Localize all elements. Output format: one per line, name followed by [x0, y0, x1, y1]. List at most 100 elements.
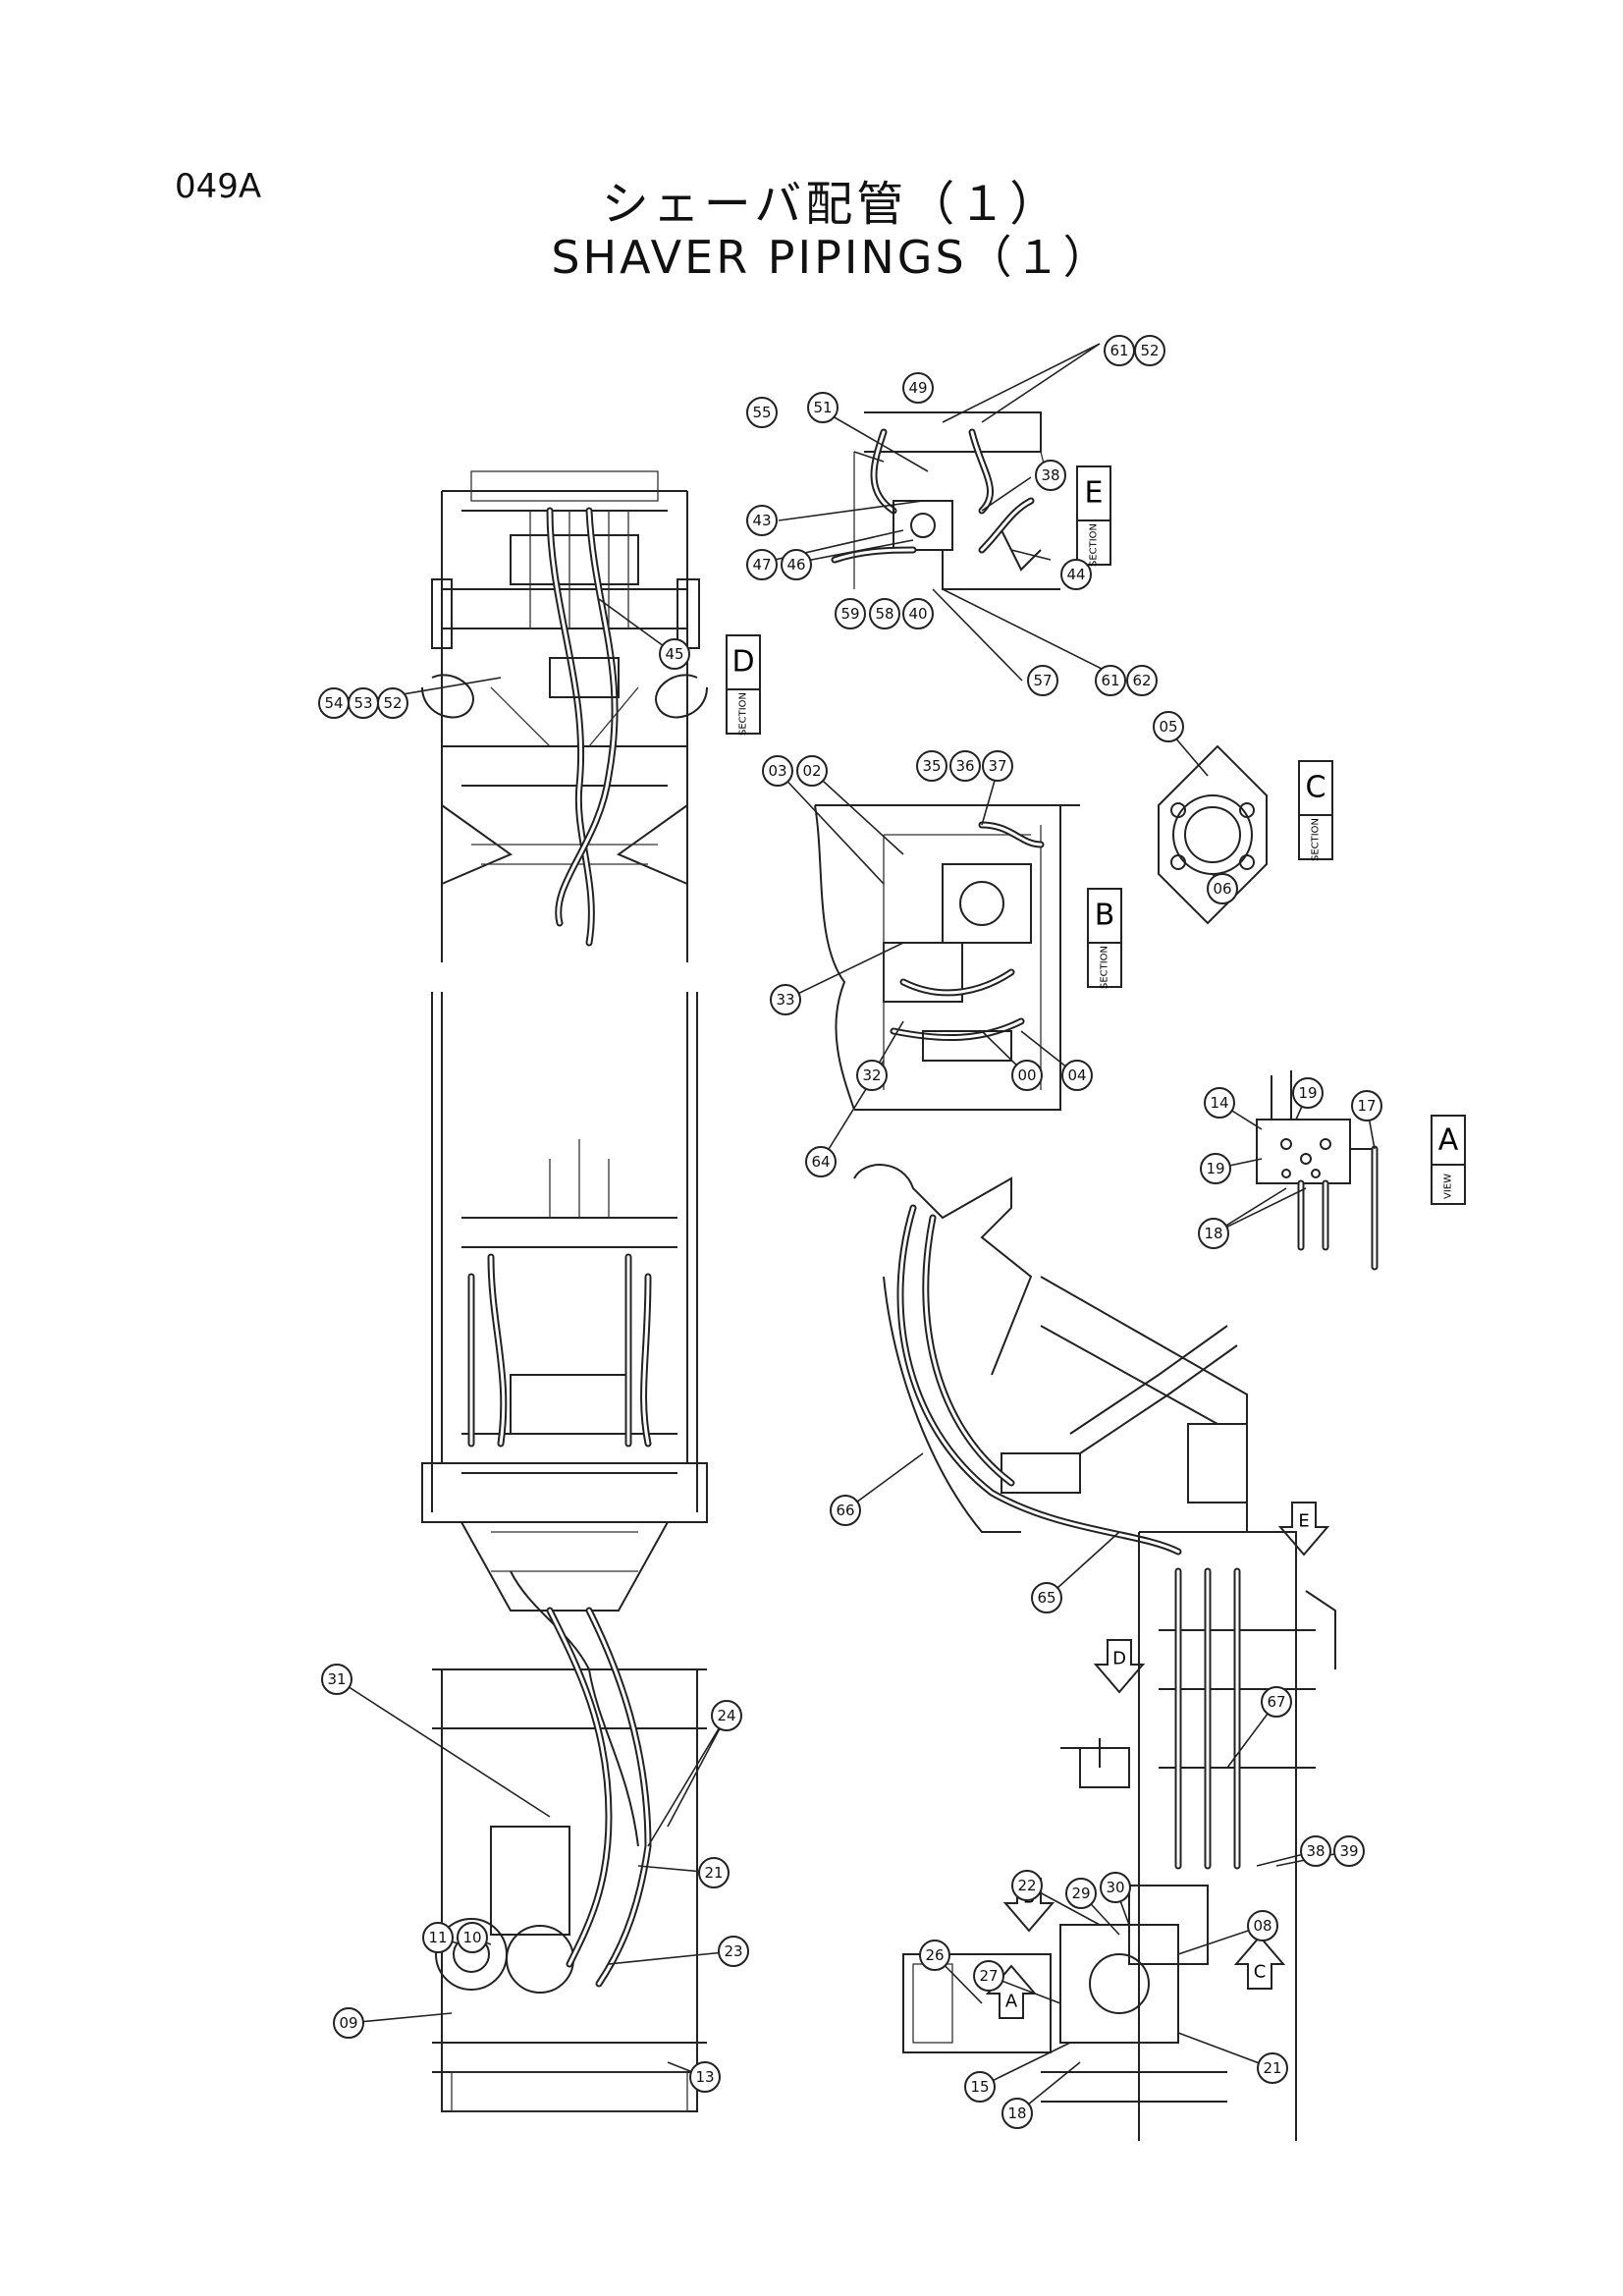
- svg-text:21: 21: [1263, 2059, 1281, 2077]
- svg-text:38: 38: [1306, 1842, 1325, 1860]
- callout-balloon: 37: [982, 750, 1013, 782]
- svg-text:33: 33: [776, 991, 794, 1009]
- callout-balloon: 19: [1292, 1077, 1324, 1109]
- svg-text:47: 47: [752, 556, 771, 574]
- svg-text:SECTION: SECTION: [1100, 946, 1110, 989]
- view-arrow-e: E: [1277, 1502, 1330, 1557]
- callout-balloon: 29: [1065, 1878, 1097, 1909]
- page-code: 049A: [175, 167, 262, 206]
- side-view-drawing: [853, 1164, 1336, 2141]
- callout-balloon: 17: [1351, 1090, 1382, 1121]
- callout-balloon: 23: [718, 1936, 749, 1967]
- section-tag-b: B SECTION: [1087, 888, 1122, 989]
- callout-balloon: 47: [746, 549, 778, 580]
- callout-balloon: 59: [835, 598, 866, 629]
- svg-text:44: 44: [1066, 566, 1085, 583]
- svg-text:49: 49: [908, 379, 927, 397]
- svg-text:18: 18: [1204, 1225, 1222, 1242]
- svg-text:29: 29: [1071, 1885, 1090, 1902]
- callout-balloon: 64: [805, 1146, 837, 1177]
- callout-balloon: 52: [1134, 335, 1165, 366]
- callout-balloon: 02: [796, 755, 828, 787]
- callout-balloon: 38: [1300, 1835, 1331, 1867]
- svg-text:23: 23: [724, 1942, 742, 1960]
- section-c-drawing: [1158, 744, 1268, 925]
- callout-balloon: 67: [1261, 1686, 1292, 1718]
- svg-text:43: 43: [752, 512, 771, 529]
- svg-text:VIEW: VIEW: [1443, 1174, 1454, 1199]
- svg-text:61: 61: [1109, 342, 1128, 359]
- svg-text:E: E: [1298, 1511, 1309, 1532]
- section-d-drawing: [421, 470, 708, 962]
- svg-text:54: 54: [324, 694, 343, 712]
- svg-text:24: 24: [717, 1707, 735, 1724]
- svg-text:08: 08: [1253, 1917, 1271, 1935]
- section-e-drawing: [831, 411, 1060, 590]
- svg-text:04: 04: [1067, 1066, 1086, 1084]
- view-arrow-d: D: [1093, 1639, 1146, 1694]
- callout-balloon: 46: [781, 549, 812, 580]
- callout-balloon: 55: [746, 397, 778, 428]
- callout-balloon: 44: [1060, 559, 1092, 590]
- svg-text:05: 05: [1159, 718, 1177, 736]
- callout-balloon: 54: [318, 687, 350, 719]
- svg-text:C: C: [1306, 771, 1326, 805]
- callout-balloon: 11: [422, 1922, 454, 1953]
- svg-text:18: 18: [1007, 2105, 1026, 2122]
- svg-text:A: A: [1438, 1123, 1459, 1158]
- callout-balloon: 21: [698, 1857, 730, 1888]
- callout-balloon: 58: [869, 598, 900, 629]
- svg-text:46: 46: [786, 556, 805, 574]
- callout-balloon: 31: [321, 1664, 352, 1695]
- svg-text:E: E: [1085, 476, 1104, 511]
- svg-text:65: 65: [1037, 1589, 1055, 1607]
- svg-text:26: 26: [925, 1946, 944, 1964]
- callout-balloon: 36: [949, 750, 981, 782]
- callout-balloon: 49: [902, 372, 934, 404]
- svg-text:45: 45: [665, 645, 683, 663]
- callout-balloon: 10: [457, 1922, 488, 1953]
- callout-balloon: 53: [348, 687, 379, 719]
- callout-balloon: 14: [1204, 1087, 1235, 1119]
- svg-text:06: 06: [1213, 880, 1231, 898]
- svg-text:03: 03: [768, 762, 786, 780]
- svg-text:58: 58: [875, 605, 893, 623]
- svg-text:09: 09: [339, 2014, 357, 2032]
- svg-text:64: 64: [811, 1153, 830, 1171]
- callout-balloon: 05: [1153, 711, 1184, 742]
- svg-text:D: D: [731, 645, 754, 680]
- svg-text:22: 22: [1017, 1877, 1036, 1894]
- callout-balloon: 09: [333, 2007, 364, 2039]
- callout-balloon: 32: [856, 1060, 888, 1091]
- callout-balloon: 38: [1035, 460, 1066, 491]
- svg-text:17: 17: [1357, 1097, 1376, 1115]
- svg-text:31: 31: [327, 1670, 346, 1688]
- svg-text:36: 36: [955, 757, 974, 775]
- svg-text:52: 52: [383, 694, 402, 712]
- callout-balloon: 52: [377, 687, 408, 719]
- svg-text:15: 15: [970, 2078, 989, 2096]
- section-tag-a: A VIEW: [1431, 1115, 1466, 1205]
- callout-balloon: 00: [1011, 1060, 1043, 1091]
- svg-text:67: 67: [1267, 1693, 1285, 1711]
- callout-balloon: 39: [1333, 1835, 1365, 1867]
- section-tag-e: E SECTION: [1076, 465, 1111, 567]
- callout-balloon: 06: [1207, 873, 1238, 904]
- callout-balloon: 19: [1200, 1153, 1231, 1184]
- svg-text:SECTION: SECTION: [1311, 818, 1322, 861]
- callout-balloon: 62: [1126, 665, 1158, 696]
- view-arrow-c: C: [1233, 1935, 1286, 1990]
- callout-balloon: 21: [1257, 2052, 1288, 2084]
- svg-text:D: D: [1112, 1649, 1126, 1669]
- svg-text:55: 55: [752, 404, 771, 421]
- callout-balloon: 33: [770, 984, 801, 1015]
- svg-text:00: 00: [1017, 1066, 1036, 1084]
- svg-text:14: 14: [1210, 1094, 1228, 1112]
- callout-balloon: 35: [916, 750, 947, 782]
- view-arrow-a: A: [985, 1964, 1038, 2019]
- svg-text:52: 52: [1140, 342, 1159, 359]
- svg-text:35: 35: [922, 757, 941, 775]
- section-tag-c: C SECTION: [1298, 760, 1333, 861]
- svg-text:B: B: [1095, 899, 1115, 933]
